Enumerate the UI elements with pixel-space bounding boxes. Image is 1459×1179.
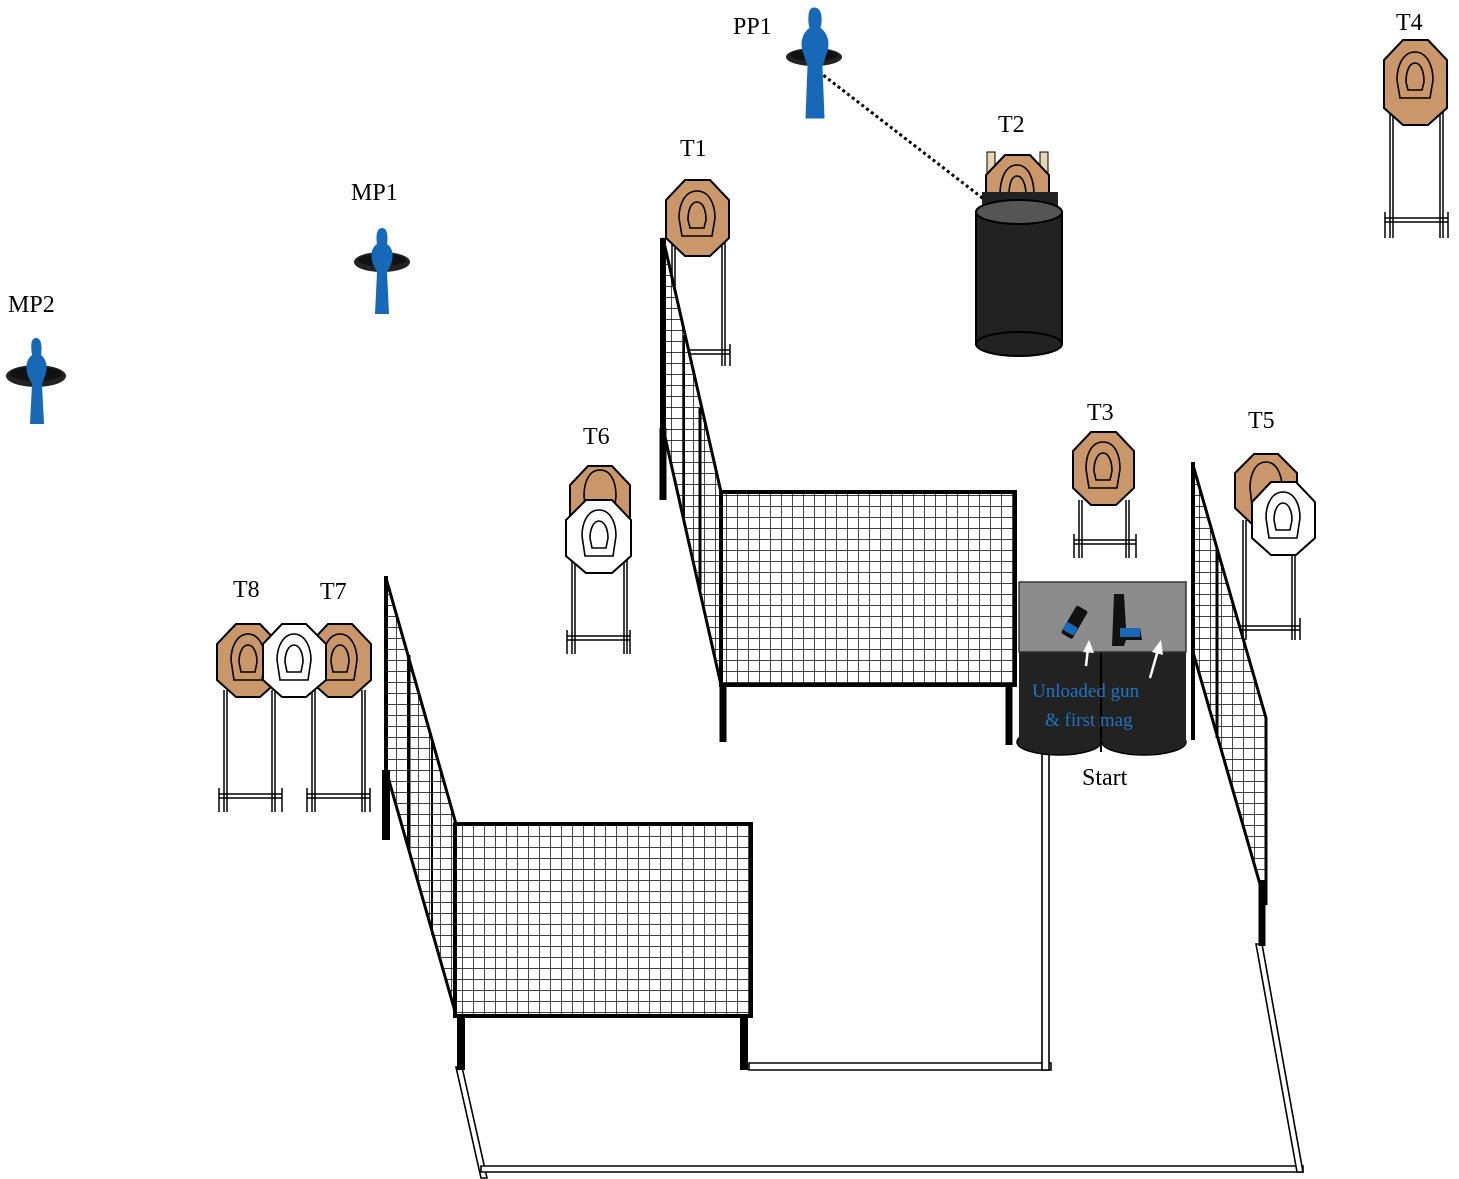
label-mp2: MP2 bbox=[8, 292, 55, 318]
label-start: Start bbox=[1082, 765, 1128, 791]
arrow-icon bbox=[1148, 640, 1163, 679]
label-t8: T8 bbox=[233, 577, 260, 603]
arrow-icon bbox=[1083, 640, 1094, 667]
magazine-icon bbox=[1061, 605, 1088, 639]
target-t2 bbox=[975, 151, 1063, 357]
start-table bbox=[1018, 581, 1187, 653]
target-stand bbox=[218, 690, 283, 812]
label-t7: T7 bbox=[320, 579, 347, 605]
label-t2: T2 bbox=[998, 112, 1025, 138]
popper-mp2 bbox=[6, 338, 66, 424]
target-t6 bbox=[565, 465, 632, 654]
popper-pp1 bbox=[786, 7, 842, 119]
label-t6: T6 bbox=[583, 424, 610, 450]
wall-left-angled bbox=[382, 576, 458, 1016]
start-note-line1: Unloaded gun bbox=[1032, 681, 1140, 702]
target-t3 bbox=[1072, 431, 1137, 558]
fault-line-inner-bottom bbox=[748, 1062, 1052, 1071]
cardboard-target bbox=[665, 179, 730, 257]
target-t4 bbox=[1383, 39, 1449, 238]
no-shoot-target bbox=[1251, 481, 1316, 556]
start-position: Unloaded gun & first mag bbox=[1016, 581, 1187, 756]
label-t5: T5 bbox=[1248, 408, 1275, 434]
label-t3: T3 bbox=[1087, 400, 1114, 426]
fault-line-bottom bbox=[480, 1165, 1304, 1173]
wall-right-angled bbox=[1191, 462, 1268, 946]
start-note-line2: & first mag bbox=[1045, 710, 1133, 731]
wall-center-front bbox=[719, 490, 1017, 745]
fault-line-left-leg bbox=[454, 1066, 489, 1179]
pistol-icon bbox=[1112, 594, 1142, 646]
fault-line-inner-leg bbox=[1041, 753, 1050, 1071]
cardboard-target bbox=[1072, 431, 1135, 506]
target-stand bbox=[306, 690, 371, 812]
label-t1: T1 bbox=[680, 136, 707, 162]
label-t4: T4 bbox=[1396, 10, 1423, 36]
no-shoot-target bbox=[262, 623, 327, 698]
wall-center-angled bbox=[659, 237, 727, 742]
label-pp1: PP1 bbox=[733, 14, 772, 40]
no-shoot-target bbox=[565, 499, 632, 574]
target-t5 bbox=[1234, 453, 1316, 640]
popper-mp1 bbox=[354, 228, 410, 314]
swinger-link-line bbox=[813, 66, 986, 202]
cardboard-target bbox=[1383, 39, 1448, 126]
fault-line-right-leg bbox=[1255, 943, 1304, 1173]
target-stand bbox=[1073, 500, 1137, 558]
label-mp1: MP1 bbox=[351, 180, 398, 206]
wall-left-front bbox=[453, 822, 753, 1070]
barrel-cover bbox=[975, 192, 1063, 357]
